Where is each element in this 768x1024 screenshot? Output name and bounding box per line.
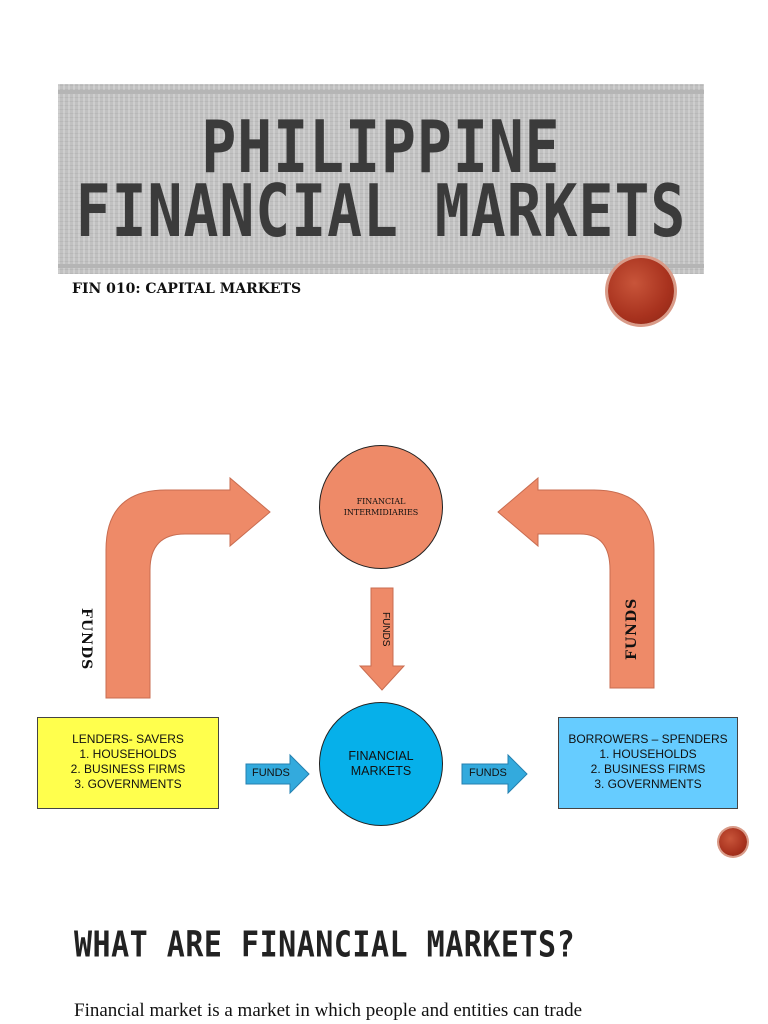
down-arrow [358, 587, 406, 691]
decorative-orb-icon [608, 258, 674, 324]
diagram-arrows [105, 476, 655, 795]
title-line-2: FINANCIAL MARKETS [75, 168, 687, 254]
body-paragraph: Financial market is a market in which pe… [74, 1000, 583, 1021]
lenders-list: 1. HOUSEHOLDS 2. BUSINESS FIRMS 3. GOVER… [38, 747, 218, 792]
lenders-item: 2. BUSINESS FIRMS [70, 762, 186, 776]
markets-line-2: MARKETS [350, 764, 412, 778]
markets-line-1: FINANCIAL [348, 749, 414, 763]
funds-arrow-left [245, 753, 310, 795]
right-curved-arrow [497, 476, 655, 689]
borrowers-item: 1. HOUSEHOLDS [599, 747, 697, 761]
left-curved-arrow [105, 476, 271, 699]
funds-label-right: FUNDS [624, 597, 640, 660]
borrowers-item: 2. BUSINESS FIRMS [590, 762, 706, 776]
borrowers-item: 3. GOVERNMENTS [594, 777, 702, 791]
lenders-item: 1. HOUSEHOLDS [79, 747, 177, 761]
funds-label-left: FUNDS [78, 608, 94, 671]
intermediaries-line-2: INTERMIDIARIES [343, 508, 419, 517]
borrowers-heading: BORROWERS – SPENDERS [568, 732, 728, 746]
borrowers-list: 1. HOUSEHOLDS 2. BUSINESS FIRMS 3. GOVER… [559, 747, 737, 792]
title-banner: PHILIPPINE FINANCIAL MARKETS [58, 84, 704, 274]
intermediaries-line-1: FINANCIAL [356, 497, 406, 506]
decorative-orb-small-icon [719, 828, 747, 856]
lenders-heading: LENDERS- SAVERS [72, 732, 184, 746]
borrowers-spenders-box: BORROWERS – SPENDERS 1. HOUSEHOLDS 2. BU… [558, 717, 738, 809]
lenders-savers-box: LENDERS- SAVERS 1. HOUSEHOLDS 2. BUSINES… [37, 717, 219, 809]
funds-label-arrow-left: FUNDS [252, 767, 290, 779]
financial-intermediaries-node: FINANCIAL INTERMIDIARIES [319, 445, 443, 569]
funds-label-arrow-right: FUNDS [469, 767, 507, 779]
lenders-item: 3. GOVERNMENTS [74, 777, 182, 791]
title-line-1: PHILIPPINE [201, 104, 561, 190]
financial-markets-node: FINANCIAL MARKETS [319, 702, 443, 826]
financial-flow-diagram: FINANCIAL INTERMIDIARIES FINANCIAL MARKE… [0, 440, 768, 840]
section-heading: WHAT ARE FINANCIAL MARKETS? [74, 924, 576, 966]
slide-subtitle: FIN 010: CAPITAL MARKETS [72, 281, 302, 297]
funds-arrow-right [461, 753, 528, 795]
funds-label-center: FUNDS [380, 612, 391, 647]
